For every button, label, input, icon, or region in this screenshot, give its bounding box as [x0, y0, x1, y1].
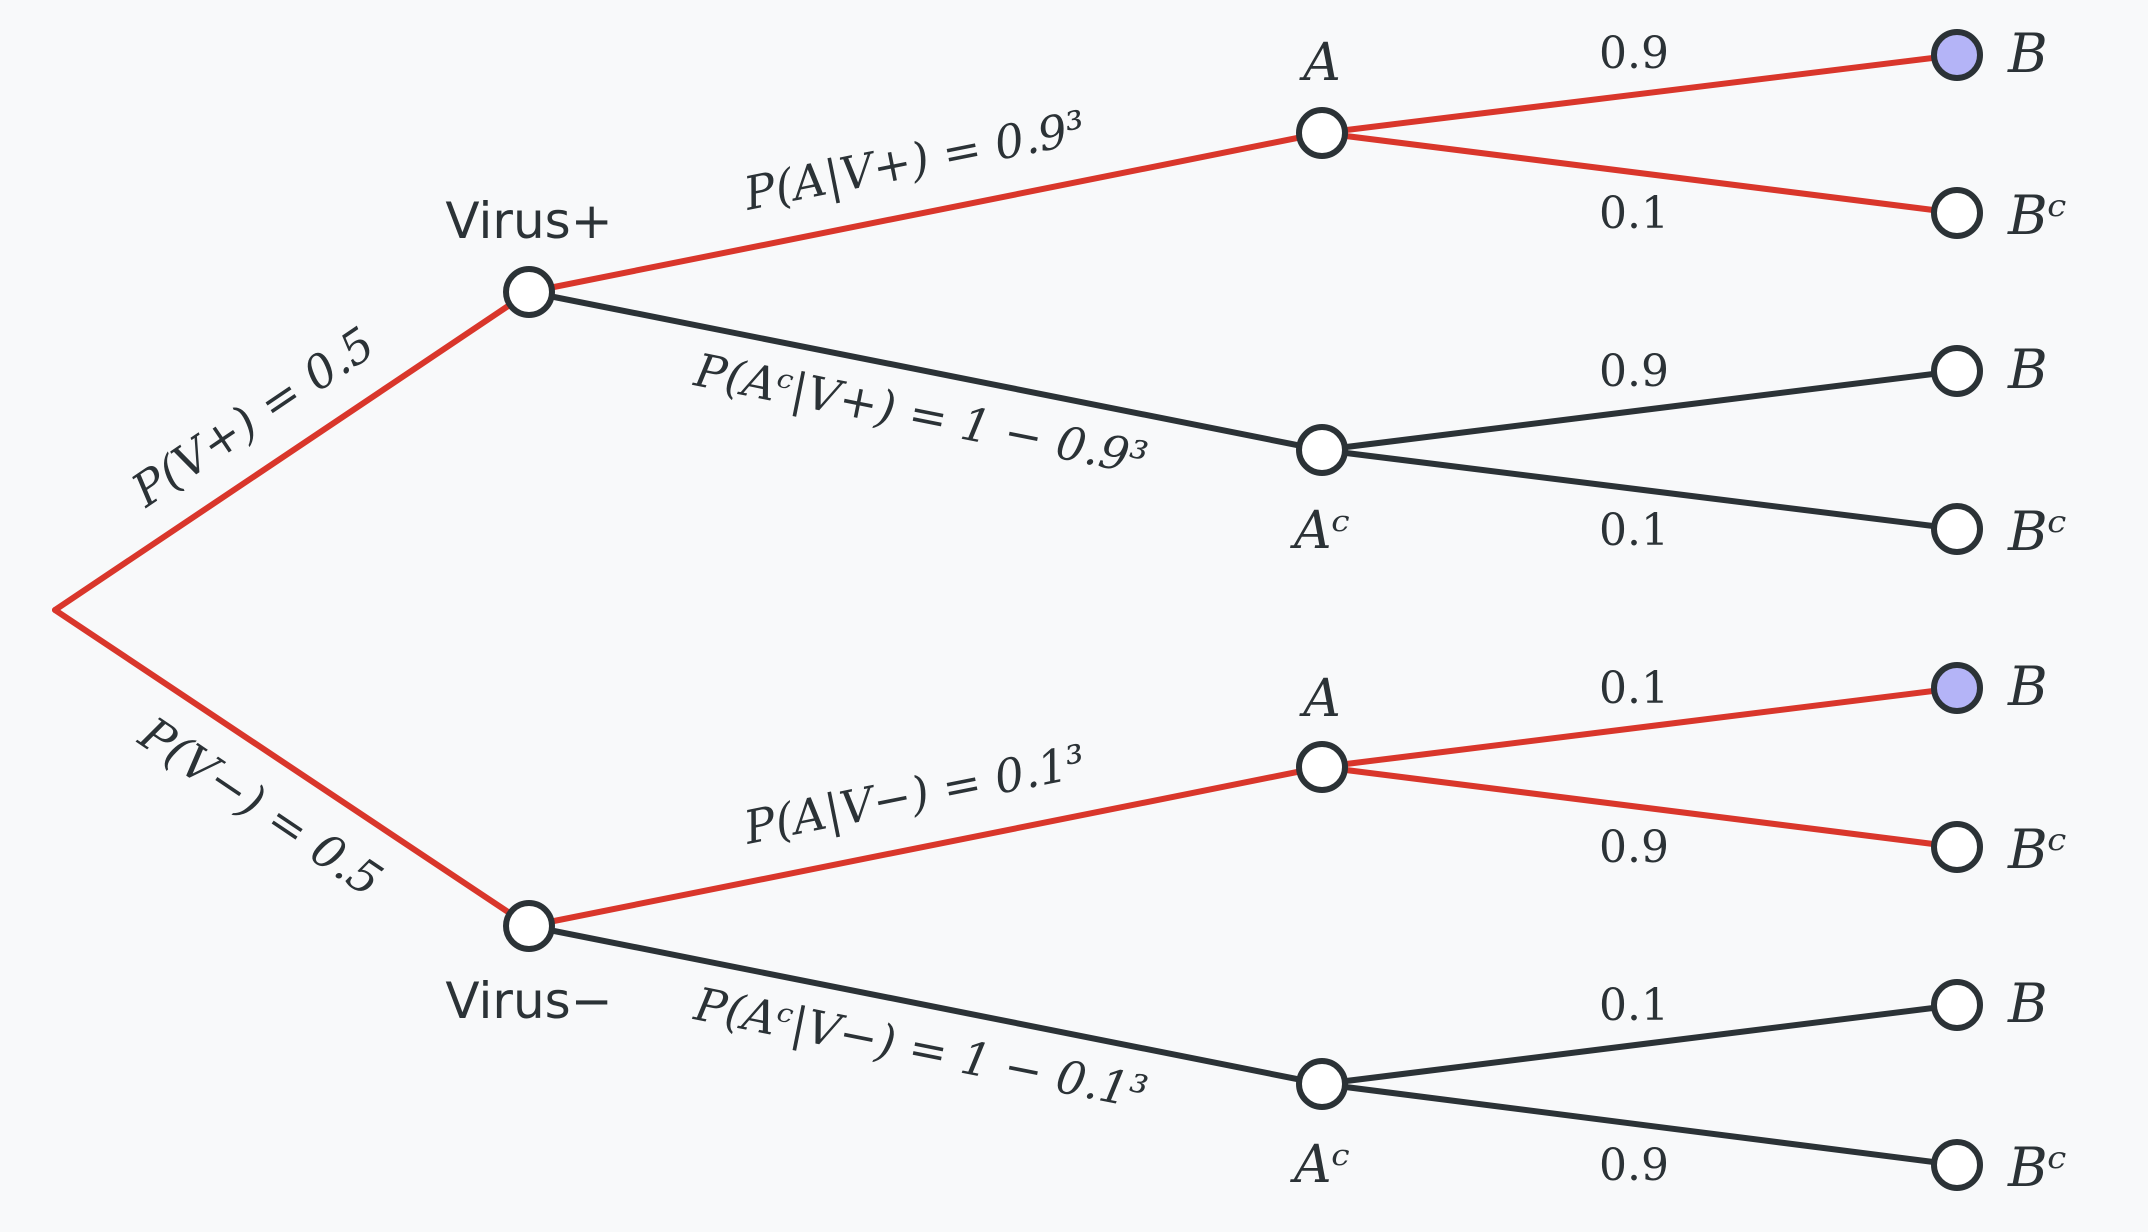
edge-virus-pos-ac [526, 289, 1325, 453]
leaf-prob-4: 0.1 [1599, 505, 1669, 556]
edge-virus-neg-a [526, 764, 1325, 929]
edge-virus-neg-ac [526, 923, 1325, 1087]
node-pos-ac [1296, 424, 1348, 476]
leaf-prob-1: 0.9 [1599, 28, 1669, 79]
node-virus-neg [503, 900, 555, 952]
leaf-label-5: B [2007, 655, 2048, 718]
leaf-node-6 [1931, 821, 1983, 873]
edge-leaf-1 [1319, 52, 1960, 136]
leaf-node-8 [1931, 1139, 1983, 1191]
leaf-prob-5: 0.1 [1599, 663, 1669, 714]
leaf-prob-2: 0.1 [1599, 188, 1669, 239]
leaf-node-5 [1931, 662, 1983, 714]
label-virus-neg: Virus− [445, 972, 612, 1030]
leaf-prob-7: 0.1 [1599, 980, 1669, 1031]
leaf-node-2 [1931, 187, 1983, 239]
leaf-prob-6: 0.9 [1599, 822, 1669, 873]
node-pos-a [1296, 107, 1348, 159]
edge-leaf-6 [1319, 764, 1960, 850]
leaf-node-7 [1931, 979, 1983, 1031]
leaf-node-3 [1931, 345, 1983, 397]
edge-label-p-ac-given-pos: P(Aᶜ|V+) = 1 − 0.9³ [689, 343, 1152, 486]
edge-root-virus-neg [52, 607, 532, 929]
edge-leaf-3 [1319, 368, 1960, 453]
edge-label-p-ac-given-neg: P(Aᶜ|V−) = 1 − 0.1³ [689, 977, 1152, 1120]
leaf-node-4 [1931, 503, 1983, 555]
label-neg-ac: Aᶜ [1290, 1135, 1350, 1195]
label-pos-a: A [1299, 33, 1341, 93]
edge-leaf-5 [1319, 685, 1960, 770]
leaf-label-2: Bᶜ [2007, 184, 2067, 247]
edge-virus-pos-a [526, 130, 1325, 295]
edge-leaf-8 [1319, 1081, 1960, 1168]
node-virus-pos [503, 266, 555, 318]
node-neg-ac [1296, 1058, 1348, 1110]
leaf-prob-8: 0.9 [1599, 1140, 1669, 1191]
leaf-node-1 [1931, 29, 1983, 81]
edge-leaf-7 [1319, 1002, 1960, 1087]
node-neg-a [1296, 741, 1348, 793]
edge-leaf-4 [1319, 447, 1960, 532]
leaf-label-7: B [2007, 972, 2048, 1035]
edge-label-p-a-given-pos: P(A|V+) = 0.9³ [739, 100, 1091, 221]
leaf-label-4: Bᶜ [2007, 500, 2067, 563]
label-pos-ac: Aᶜ [1290, 501, 1350, 561]
edge-label-p-a-given-neg: P(A|V−) = 0.1³ [739, 734, 1091, 855]
edge-leaf-2 [1319, 130, 1960, 216]
leaf-label-8: Bᶜ [2007, 1136, 2067, 1199]
label-neg-a: A [1299, 669, 1341, 729]
leaf-label-3: B [2007, 338, 2048, 401]
label-virus-pos: Virus+ [445, 192, 612, 250]
edge-root-virus-pos [52, 289, 532, 613]
leaf-label-1: B [2007, 22, 2048, 85]
leaf-prob-3: 0.9 [1599, 346, 1669, 397]
leaf-label-6: Bᶜ [2007, 818, 2067, 881]
